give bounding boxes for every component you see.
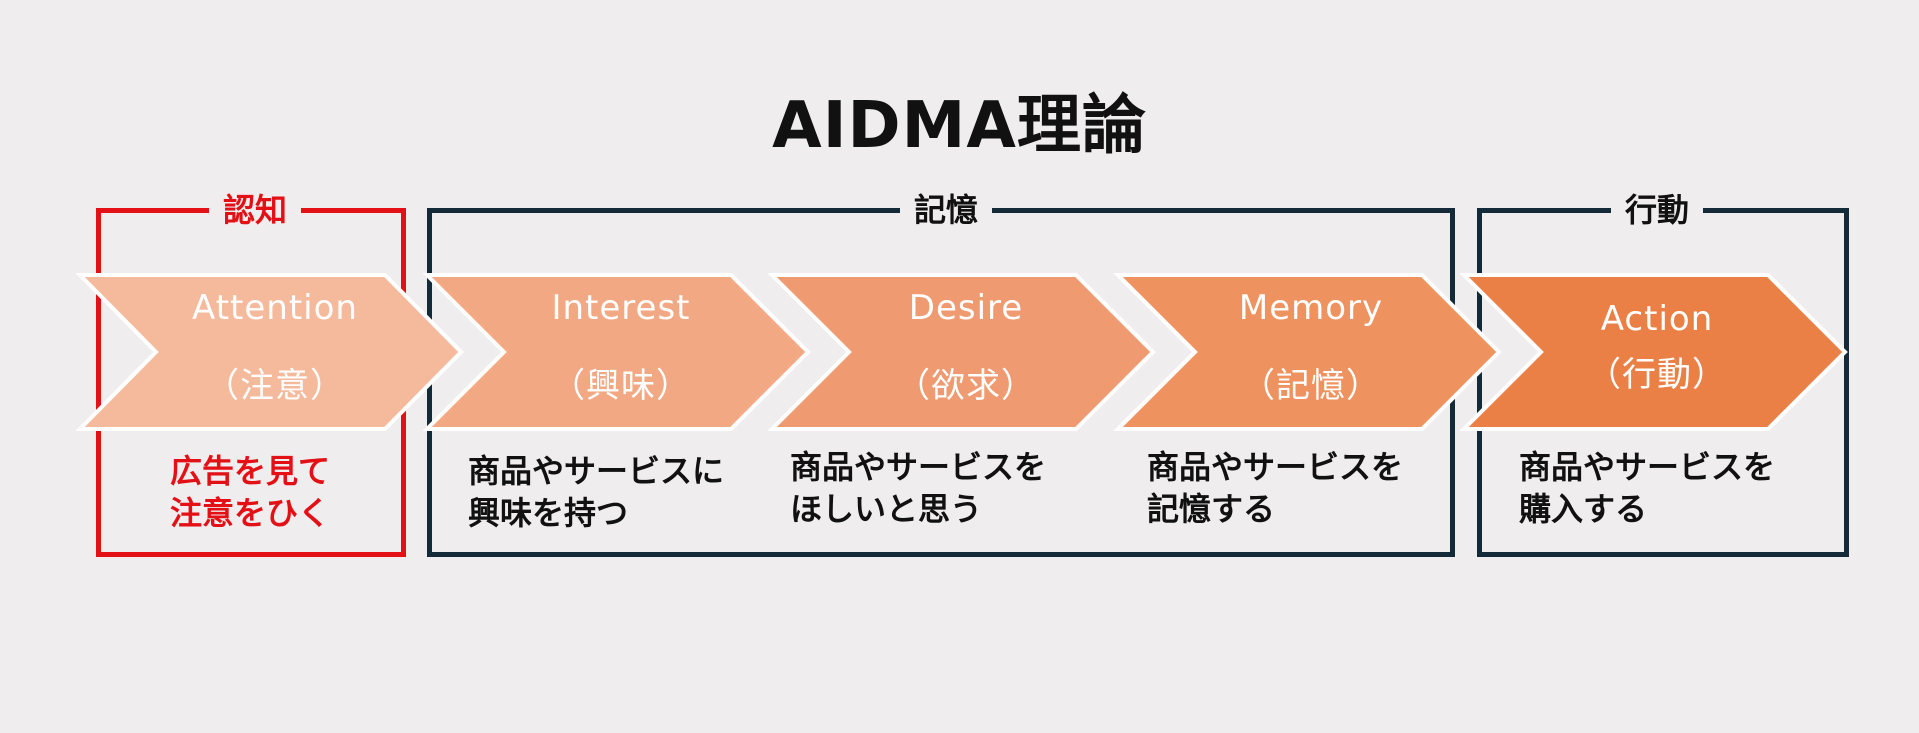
attention-description: 広告を見て 注意をひく bbox=[150, 450, 350, 534]
memory-description-line2: 記憶する bbox=[1147, 490, 1276, 528]
action-description-line2: 購入する bbox=[1519, 490, 1648, 528]
memory-description: 商品やサービスを 記憶する bbox=[1147, 446, 1403, 530]
memory-group-label: 記憶 bbox=[899, 191, 993, 229]
interest-description: 商品やサービスに 興味を持つ bbox=[468, 450, 724, 534]
action-label-en: Action bbox=[1600, 299, 1714, 339]
attention-description-line1: 広告を見て bbox=[169, 452, 330, 490]
desire-label-en: Desire bbox=[908, 288, 1024, 328]
memory-description-line1: 商品やサービスを bbox=[1147, 448, 1404, 486]
action-group-frame: 行動 bbox=[1477, 191, 1849, 557]
desire-description: 商品やサービスを ほしいと思う bbox=[790, 446, 1046, 530]
interest-description-line2: 興味を持つ bbox=[468, 494, 629, 532]
memory-label-ja: （記憶） bbox=[1241, 366, 1381, 406]
desire-description-line2: ほしいと思う bbox=[790, 490, 983, 528]
action-label-ja: （行動） bbox=[1587, 355, 1727, 395]
interest-label-ja: （興味） bbox=[551, 366, 691, 406]
desire-description-line1: 商品やサービスを bbox=[790, 448, 1047, 486]
desire-label-ja: （欲求） bbox=[896, 366, 1036, 406]
attention-label-ja: （注意） bbox=[205, 366, 345, 406]
attention-chevron bbox=[75, 273, 464, 431]
memory-chevron bbox=[1113, 273, 1502, 431]
diagram-title: AIDMA理論 bbox=[772, 89, 1147, 163]
desire-chevron bbox=[767, 273, 1156, 431]
action-description-line1: 商品やサービスを bbox=[1519, 448, 1776, 486]
cognition-group-label: 認知 bbox=[208, 191, 302, 229]
attention-label-en: Attention bbox=[192, 288, 358, 328]
action-chevron bbox=[1459, 273, 1848, 431]
action-group-label: 行動 bbox=[1610, 191, 1704, 229]
interest-chevron bbox=[422, 273, 811, 431]
attention-description-line2: 注意をひく bbox=[169, 494, 330, 532]
action-description: 商品やサービスを 購入する bbox=[1519, 446, 1775, 530]
interest-description-line1: 商品やサービスに bbox=[468, 452, 725, 490]
memory-label-en: Memory bbox=[1238, 288, 1384, 328]
interest-label-en: Interest bbox=[551, 288, 691, 328]
